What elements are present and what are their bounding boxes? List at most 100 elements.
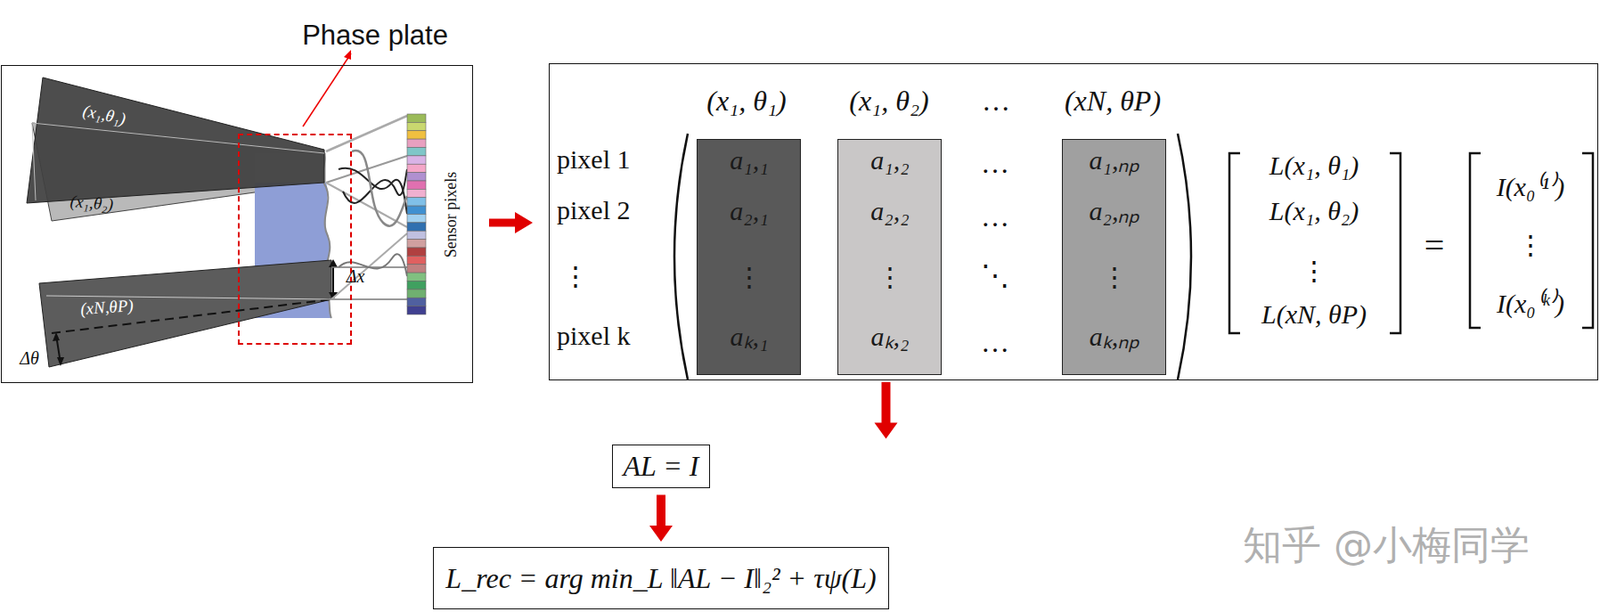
red-arrow [489, 212, 533, 234]
matrix-panel: a₁,₁a₂,₁⋮aₖ,₁a₁,₂a₂,₂⋮aₖ,₂a₁,ₙₚa₂,ₙₚ⋮aₖ,… [548, 63, 1599, 381]
sensor-pixel [407, 155, 426, 164]
light-rays [331, 298, 408, 301]
matrix-entry: ⋮ [1517, 229, 1544, 262]
node-label: a₂,ₙₚ [1089, 195, 1141, 228]
light-rays [342, 169, 408, 204]
matrix-brackets [1469, 153, 1481, 328]
matrix-entry: ⋱ [980, 259, 1010, 293]
sensor-pixel [407, 122, 426, 131]
light-rays [351, 150, 408, 227]
matrix-entry: L(xN, θP) [1261, 299, 1367, 331]
matrix-column: a₁,ₙₚa₂,ₙₚ⋮aₖ,ₙₚ [1061, 138, 1167, 376]
angle-marker [52, 332, 65, 367]
sensor-pixel [407, 114, 426, 123]
sensor-pixel [407, 147, 426, 156]
node-label: (x₁, θ₁) [706, 84, 786, 118]
node-label: Phase plate [302, 19, 449, 52]
matrix-brackets [1389, 153, 1401, 334]
sensor-pixel [407, 180, 426, 189]
sensor-pixel [407, 289, 426, 298]
matrix-entry: … [980, 326, 1010, 360]
dark-beam [26, 77, 325, 204]
sensor-pixel [407, 172, 426, 181]
sensor-pixel [407, 255, 426, 264]
node-label: (xN,θP) [80, 295, 135, 319]
equation-box: AL = I [612, 444, 711, 489]
node-label: ⋮ [876, 261, 904, 294]
arrow-shaft [656, 495, 666, 529]
angle-marker [57, 357, 65, 367]
red-arrow [874, 382, 898, 440]
sensor-pixel [407, 138, 426, 147]
sensor-pixel [407, 163, 426, 172]
sensor-pixel [407, 297, 426, 306]
matrix-entry: L(x₁, θ₂) [1269, 195, 1360, 228]
node-label: (x₁,θ₂) [69, 191, 115, 215]
arrow-head [649, 525, 673, 542]
node-label: ⋮ [562, 261, 589, 293]
node-label: (x₁, θ₂) [848, 84, 929, 118]
arrow-head [874, 423, 898, 440]
equation-text: AL = I [622, 449, 699, 483]
matrix-entry: … [980, 146, 1010, 180]
matrix-column: a₁,₁ a₂,₁ ⋮ aₖ,₁ [696, 138, 801, 376]
node-label: aₖ,ₙₚ [1089, 321, 1141, 353]
leader-line [302, 49, 352, 127]
node-label: pixel 1 [556, 144, 631, 176]
arrow-shaft [489, 219, 517, 228]
sensor-pixel [407, 188, 426, 197]
node-label: … [981, 84, 1011, 118]
offset-marker [328, 259, 338, 268]
matrix-entry: L(x₁, θ₁) [1269, 150, 1360, 182]
equation-text: L_rec = arg min_L ‖AL − I‖₂² + τψ(L) [445, 562, 876, 596]
node-label: a₂,₂ [870, 195, 909, 228]
dark-beam [39, 260, 332, 368]
matrix-entry: … [980, 200, 1010, 234]
node-label: pixel 2 [556, 195, 631, 227]
optics-panel: Phase plate (x₁,θ₁) (x₁,θ₂) (xN,θP) ΔxΔθ Sens… [0, 65, 474, 384]
node-label: ⋮ [1101, 261, 1128, 294]
sensor-pixel [407, 205, 426, 214]
node-label: Δx [346, 266, 366, 287]
node-label: (x₁,θ₁) [81, 100, 128, 129]
sensor-pixel [407, 230, 426, 239]
matrix-brackets [1229, 153, 1241, 334]
light-rays [331, 233, 408, 300]
matrix-entry: I(x₀⁽ᵏ⁾) [1496, 288, 1565, 320]
sensor-pixel [407, 264, 426, 273]
matrix-column: a₁,₂a₂,₂⋮aₖ,₂ [837, 138, 942, 376]
node-label: Δθ [19, 348, 40, 369]
sensor-pixel [407, 222, 426, 231]
sensor-pixel [407, 306, 426, 315]
light-rays [338, 168, 408, 214]
sensor-pixel [407, 239, 426, 248]
matrix-brackets [1177, 133, 1192, 380]
node-label: ⋮ [735, 261, 763, 294]
matrix-brackets [674, 133, 1593, 380]
sensor-strip [407, 114, 426, 315]
phase-plate-region: Phase plate [237, 133, 352, 345]
matrix-brackets [674, 133, 688, 380]
angle-marker [52, 332, 60, 342]
node-label: aₖ,₁ [730, 321, 769, 353]
node-label: aₖ,₂ [871, 321, 910, 353]
matrix-entry: ⋮ [1300, 255, 1328, 287]
node-label: = [1424, 225, 1445, 267]
matrix-entry: I(x₀⁽¹⁾) [1496, 171, 1566, 204]
sensor-pixel [407, 272, 426, 281]
watermark: 知乎 @小梅同学 [1242, 522, 1530, 569]
sensor-pixel [407, 247, 426, 256]
node-label: Sensor pixels [441, 171, 461, 259]
light-rays [326, 115, 408, 300]
sensor-pixel [407, 281, 426, 290]
leader-line [343, 49, 352, 60]
dark-beam [32, 122, 325, 154]
sensor-pixel [407, 214, 426, 223]
arrow-head [514, 212, 533, 234]
matrix-brackets [1582, 153, 1593, 328]
node-label: pixel k [556, 320, 631, 352]
node-label: a₁,₁ [729, 145, 768, 177]
node-label: (xN, θP) [1064, 84, 1161, 118]
dark-beam [32, 122, 36, 201]
node-label: a₂,₁ [729, 195, 768, 228]
